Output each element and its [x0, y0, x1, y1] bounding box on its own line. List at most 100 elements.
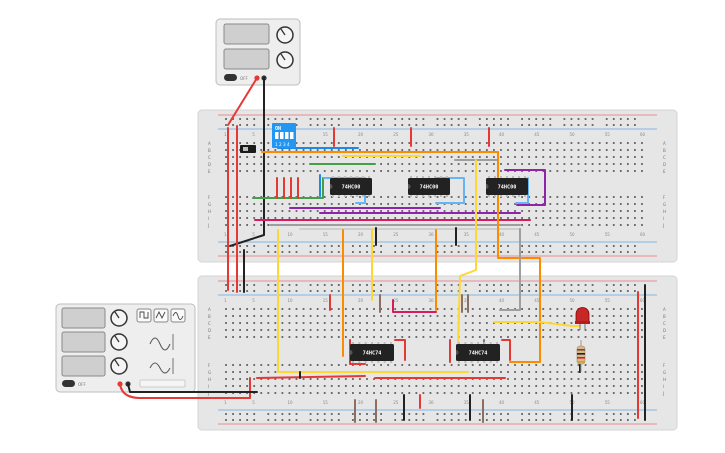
hole[interactable]: [514, 142, 516, 144]
hole[interactable]: [556, 322, 559, 324]
hole[interactable]: [225, 322, 227, 324]
rail-hole[interactable]: [274, 245, 277, 247]
hole[interactable]: [316, 329, 319, 331]
hole[interactable]: [612, 329, 615, 331]
hole[interactable]: [563, 149, 566, 151]
hole[interactable]: [225, 315, 227, 317]
hole[interactable]: [387, 217, 390, 219]
hole[interactable]: [232, 196, 234, 198]
hole[interactable]: [634, 156, 636, 158]
hole[interactable]: [295, 156, 298, 158]
rail-hole[interactable]: [267, 124, 270, 126]
hole[interactable]: [415, 210, 418, 212]
hole[interactable]: [591, 385, 594, 387]
hole[interactable]: [394, 170, 397, 172]
hole[interactable]: [478, 308, 481, 310]
hole[interactable]: [366, 170, 368, 172]
hole[interactable]: [549, 210, 552, 212]
rail-hole[interactable]: [605, 251, 608, 253]
hole[interactable]: [436, 163, 439, 165]
hole[interactable]: [443, 170, 446, 172]
hole[interactable]: [634, 392, 636, 394]
hole[interactable]: [563, 315, 566, 317]
rail-hole[interactable]: [500, 284, 502, 286]
hole[interactable]: [521, 224, 523, 226]
hole[interactable]: [281, 149, 284, 151]
rail-hole[interactable]: [316, 245, 319, 247]
hole[interactable]: [549, 156, 552, 158]
rail-hole[interactable]: [380, 245, 382, 247]
hole[interactable]: [359, 378, 361, 380]
hole[interactable]: [366, 142, 368, 144]
hole[interactable]: [281, 163, 284, 165]
hole[interactable]: [542, 217, 545, 219]
rail-hole[interactable]: [450, 245, 453, 247]
hole[interactable]: [429, 203, 432, 205]
hole[interactable]: [485, 392, 488, 394]
hole[interactable]: [422, 364, 425, 366]
rail-hole[interactable]: [309, 118, 312, 120]
hole[interactable]: [366, 329, 368, 331]
hole[interactable]: [521, 156, 523, 158]
hole[interactable]: [641, 217, 643, 219]
hole[interactable]: [232, 217, 234, 219]
hole[interactable]: [401, 364, 404, 366]
hole[interactable]: [330, 329, 333, 331]
hole[interactable]: [337, 210, 340, 212]
hole[interactable]: [330, 210, 333, 212]
hole[interactable]: [500, 336, 502, 338]
rail-hole[interactable]: [591, 124, 594, 126]
hole[interactable]: [507, 142, 509, 144]
hole[interactable]: [387, 196, 390, 198]
hole[interactable]: [457, 149, 460, 151]
rail-hole[interactable]: [542, 284, 545, 286]
hole[interactable]: [612, 210, 615, 212]
hole[interactable]: [267, 336, 270, 338]
rail-hole[interactable]: [281, 413, 284, 415]
rail-hole[interactable]: [253, 245, 256, 247]
rail-hole[interactable]: [330, 284, 333, 286]
hole[interactable]: [232, 224, 234, 226]
rail-hole[interactable]: [493, 413, 495, 415]
rail-hole[interactable]: [605, 124, 608, 126]
rail-hole[interactable]: [619, 245, 622, 247]
hole[interactable]: [436, 149, 439, 151]
hole[interactable]: [288, 203, 291, 205]
hole[interactable]: [464, 308, 467, 310]
rail-hole[interactable]: [225, 245, 227, 247]
hole[interactable]: [535, 364, 538, 366]
hole[interactable]: [584, 156, 587, 158]
rail-hole[interactable]: [478, 124, 481, 126]
hole[interactable]: [295, 203, 298, 205]
wire-yellow-long-3[interactable]: [457, 159, 477, 346]
hole[interactable]: [464, 329, 467, 331]
hole[interactable]: [641, 392, 643, 394]
hole[interactable]: [429, 142, 432, 144]
hole[interactable]: [253, 203, 256, 205]
hole[interactable]: [443, 385, 446, 387]
hole[interactable]: [288, 217, 291, 219]
hole[interactable]: [591, 210, 594, 212]
rail-hole[interactable]: [528, 118, 531, 120]
rail-hole[interactable]: [634, 251, 636, 253]
hole[interactable]: [330, 203, 333, 205]
hole[interactable]: [302, 210, 305, 212]
rail-hole[interactable]: [394, 290, 397, 292]
rail-hole[interactable]: [394, 124, 397, 126]
hole[interactable]: [549, 142, 552, 144]
hole[interactable]: [288, 336, 291, 338]
hole[interactable]: [302, 322, 305, 324]
hole[interactable]: [626, 329, 629, 331]
rail-hole[interactable]: [542, 251, 545, 253]
hole[interactable]: [612, 392, 615, 394]
hole[interactable]: [450, 217, 453, 219]
hole[interactable]: [493, 196, 495, 198]
resistor[interactable]: [576, 340, 586, 372]
hole[interactable]: [316, 322, 319, 324]
rail-hole[interactable]: [232, 413, 234, 415]
hole[interactable]: [626, 392, 629, 394]
hole[interactable]: [634, 364, 636, 366]
hole[interactable]: [253, 322, 256, 324]
hole[interactable]: [563, 217, 566, 219]
hole[interactable]: [330, 196, 333, 198]
